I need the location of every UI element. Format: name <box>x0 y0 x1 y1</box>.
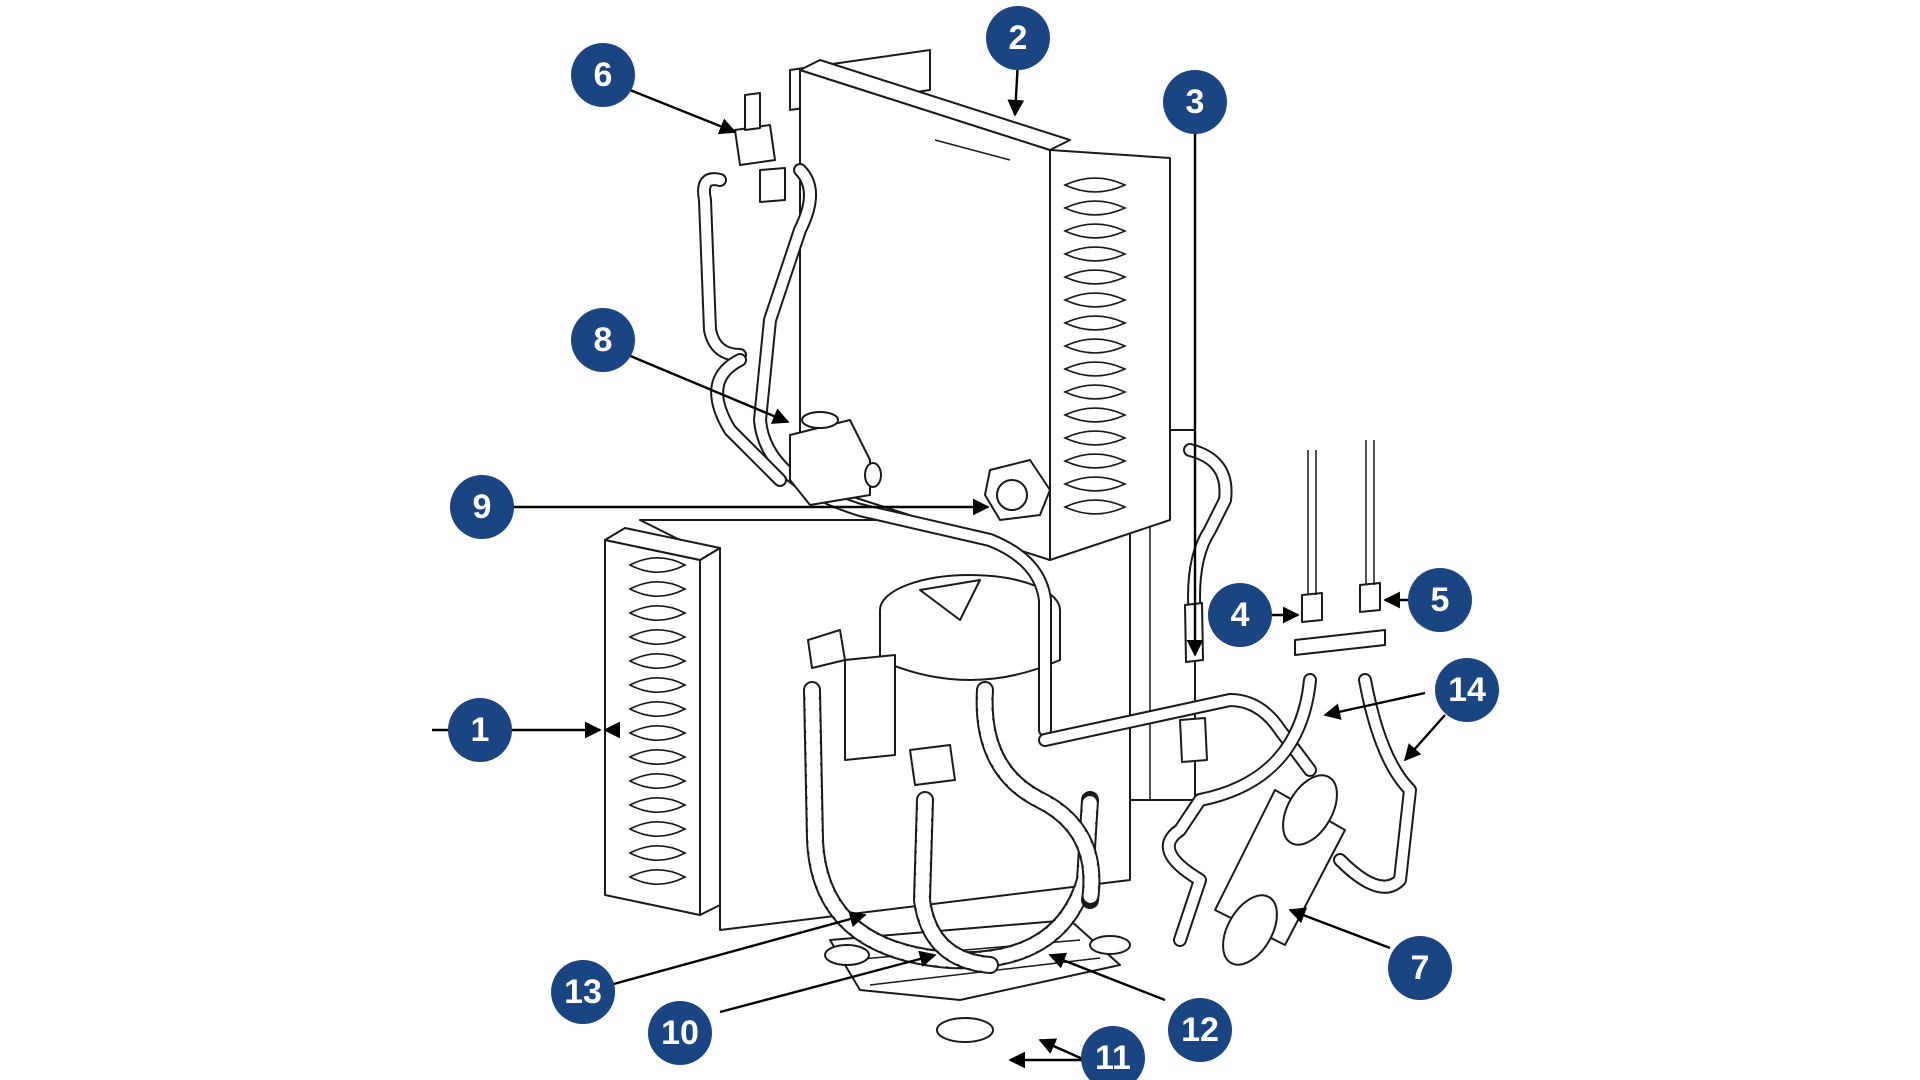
coil-loop <box>1063 177 1127 193</box>
callout-7-label: 7 <box>1411 949 1430 987</box>
coil-loop <box>1063 430 1127 446</box>
coil-loop <box>628 725 687 741</box>
receiver-drier <box>1214 774 1346 966</box>
coil-loop <box>1063 246 1127 262</box>
callout-2-label: 2 <box>1009 19 1028 57</box>
coil-loop <box>628 677 687 693</box>
coil-loop <box>1063 269 1127 285</box>
coil-loop <box>628 557 687 573</box>
callout-11-label: 11 <box>1095 1039 1131 1077</box>
callout-4-label: 4 <box>1231 596 1250 634</box>
coil-loop <box>628 581 687 597</box>
coil-loop <box>628 845 687 861</box>
compressor <box>879 574 1061 681</box>
coil-loop <box>1063 384 1127 400</box>
coil-loop <box>1063 338 1127 354</box>
upper-condenser-coil <box>789 49 1171 561</box>
callout-5: 5 <box>1408 568 1472 632</box>
coil-loop <box>1063 499 1127 515</box>
callout-9-label: 9 <box>473 488 492 526</box>
callout-9: 9 <box>450 475 514 539</box>
coil-loop <box>628 629 687 645</box>
hoses <box>803 681 1101 974</box>
solenoid-valve-8 <box>789 411 882 506</box>
service-valve-6 <box>734 92 786 203</box>
service-valve-lower <box>807 629 956 786</box>
callout-12-label: 12 <box>1181 1011 1219 1049</box>
callout-1: 1 <box>448 698 512 762</box>
coil-loop <box>1063 361 1127 377</box>
callout-5-label: 5 <box>1431 581 1450 619</box>
coil-loop <box>628 773 687 789</box>
coil-loop <box>628 605 687 621</box>
callout-12: 12 <box>1168 998 1232 1062</box>
callout-14: 14 <box>1435 658 1499 722</box>
callout-7: 7 <box>1388 936 1452 1000</box>
callout-13: 13 <box>551 960 615 1024</box>
coil-loop <box>1063 315 1127 331</box>
callout-10-label: 10 <box>661 1014 699 1052</box>
callout-13-label: 13 <box>564 973 602 1011</box>
lower-condenser-coil <box>604 527 721 916</box>
coil-loop <box>1063 453 1127 469</box>
electrical-box <box>844 654 896 761</box>
callout-8: 8 <box>571 308 635 372</box>
coil-loop <box>1063 200 1127 216</box>
sight-glass-9 <box>984 459 1051 521</box>
callout-1-label: 1 <box>471 711 490 749</box>
callout-4: 4 <box>1208 583 1272 647</box>
pressure-switch-4 <box>1294 450 1386 656</box>
coil-loop <box>628 653 687 669</box>
coil-loop <box>628 869 687 885</box>
coil-loop <box>1063 476 1127 492</box>
callout-6-label: 6 <box>594 56 613 94</box>
callout-3-label: 3 <box>1186 83 1205 121</box>
coil-loop <box>628 701 687 717</box>
callout-3: 3 <box>1163 70 1227 134</box>
pressure-switch-5 <box>1359 440 1381 613</box>
callout-2: 2 <box>986 6 1050 70</box>
callout-6: 6 <box>571 43 635 107</box>
leader-lines <box>432 59 1446 1069</box>
coil-loop <box>628 821 687 837</box>
callout-14-label: 14 <box>1448 671 1486 709</box>
coil-loop <box>1063 223 1127 239</box>
callout-8-label: 8 <box>594 321 613 359</box>
callout-10: 10 <box>648 1001 712 1065</box>
coil-loop <box>1063 407 1127 423</box>
coil-loop <box>628 797 687 813</box>
vibration-mounts-11 <box>824 935 1131 1043</box>
callouts: 1 2 3 4 5 6 7 8 9 10 11 12 13 14 <box>448 6 1499 1080</box>
coil-loop <box>628 749 687 765</box>
callout-11: 11 <box>1081 1026 1145 1080</box>
coil-loop <box>1063 292 1127 308</box>
